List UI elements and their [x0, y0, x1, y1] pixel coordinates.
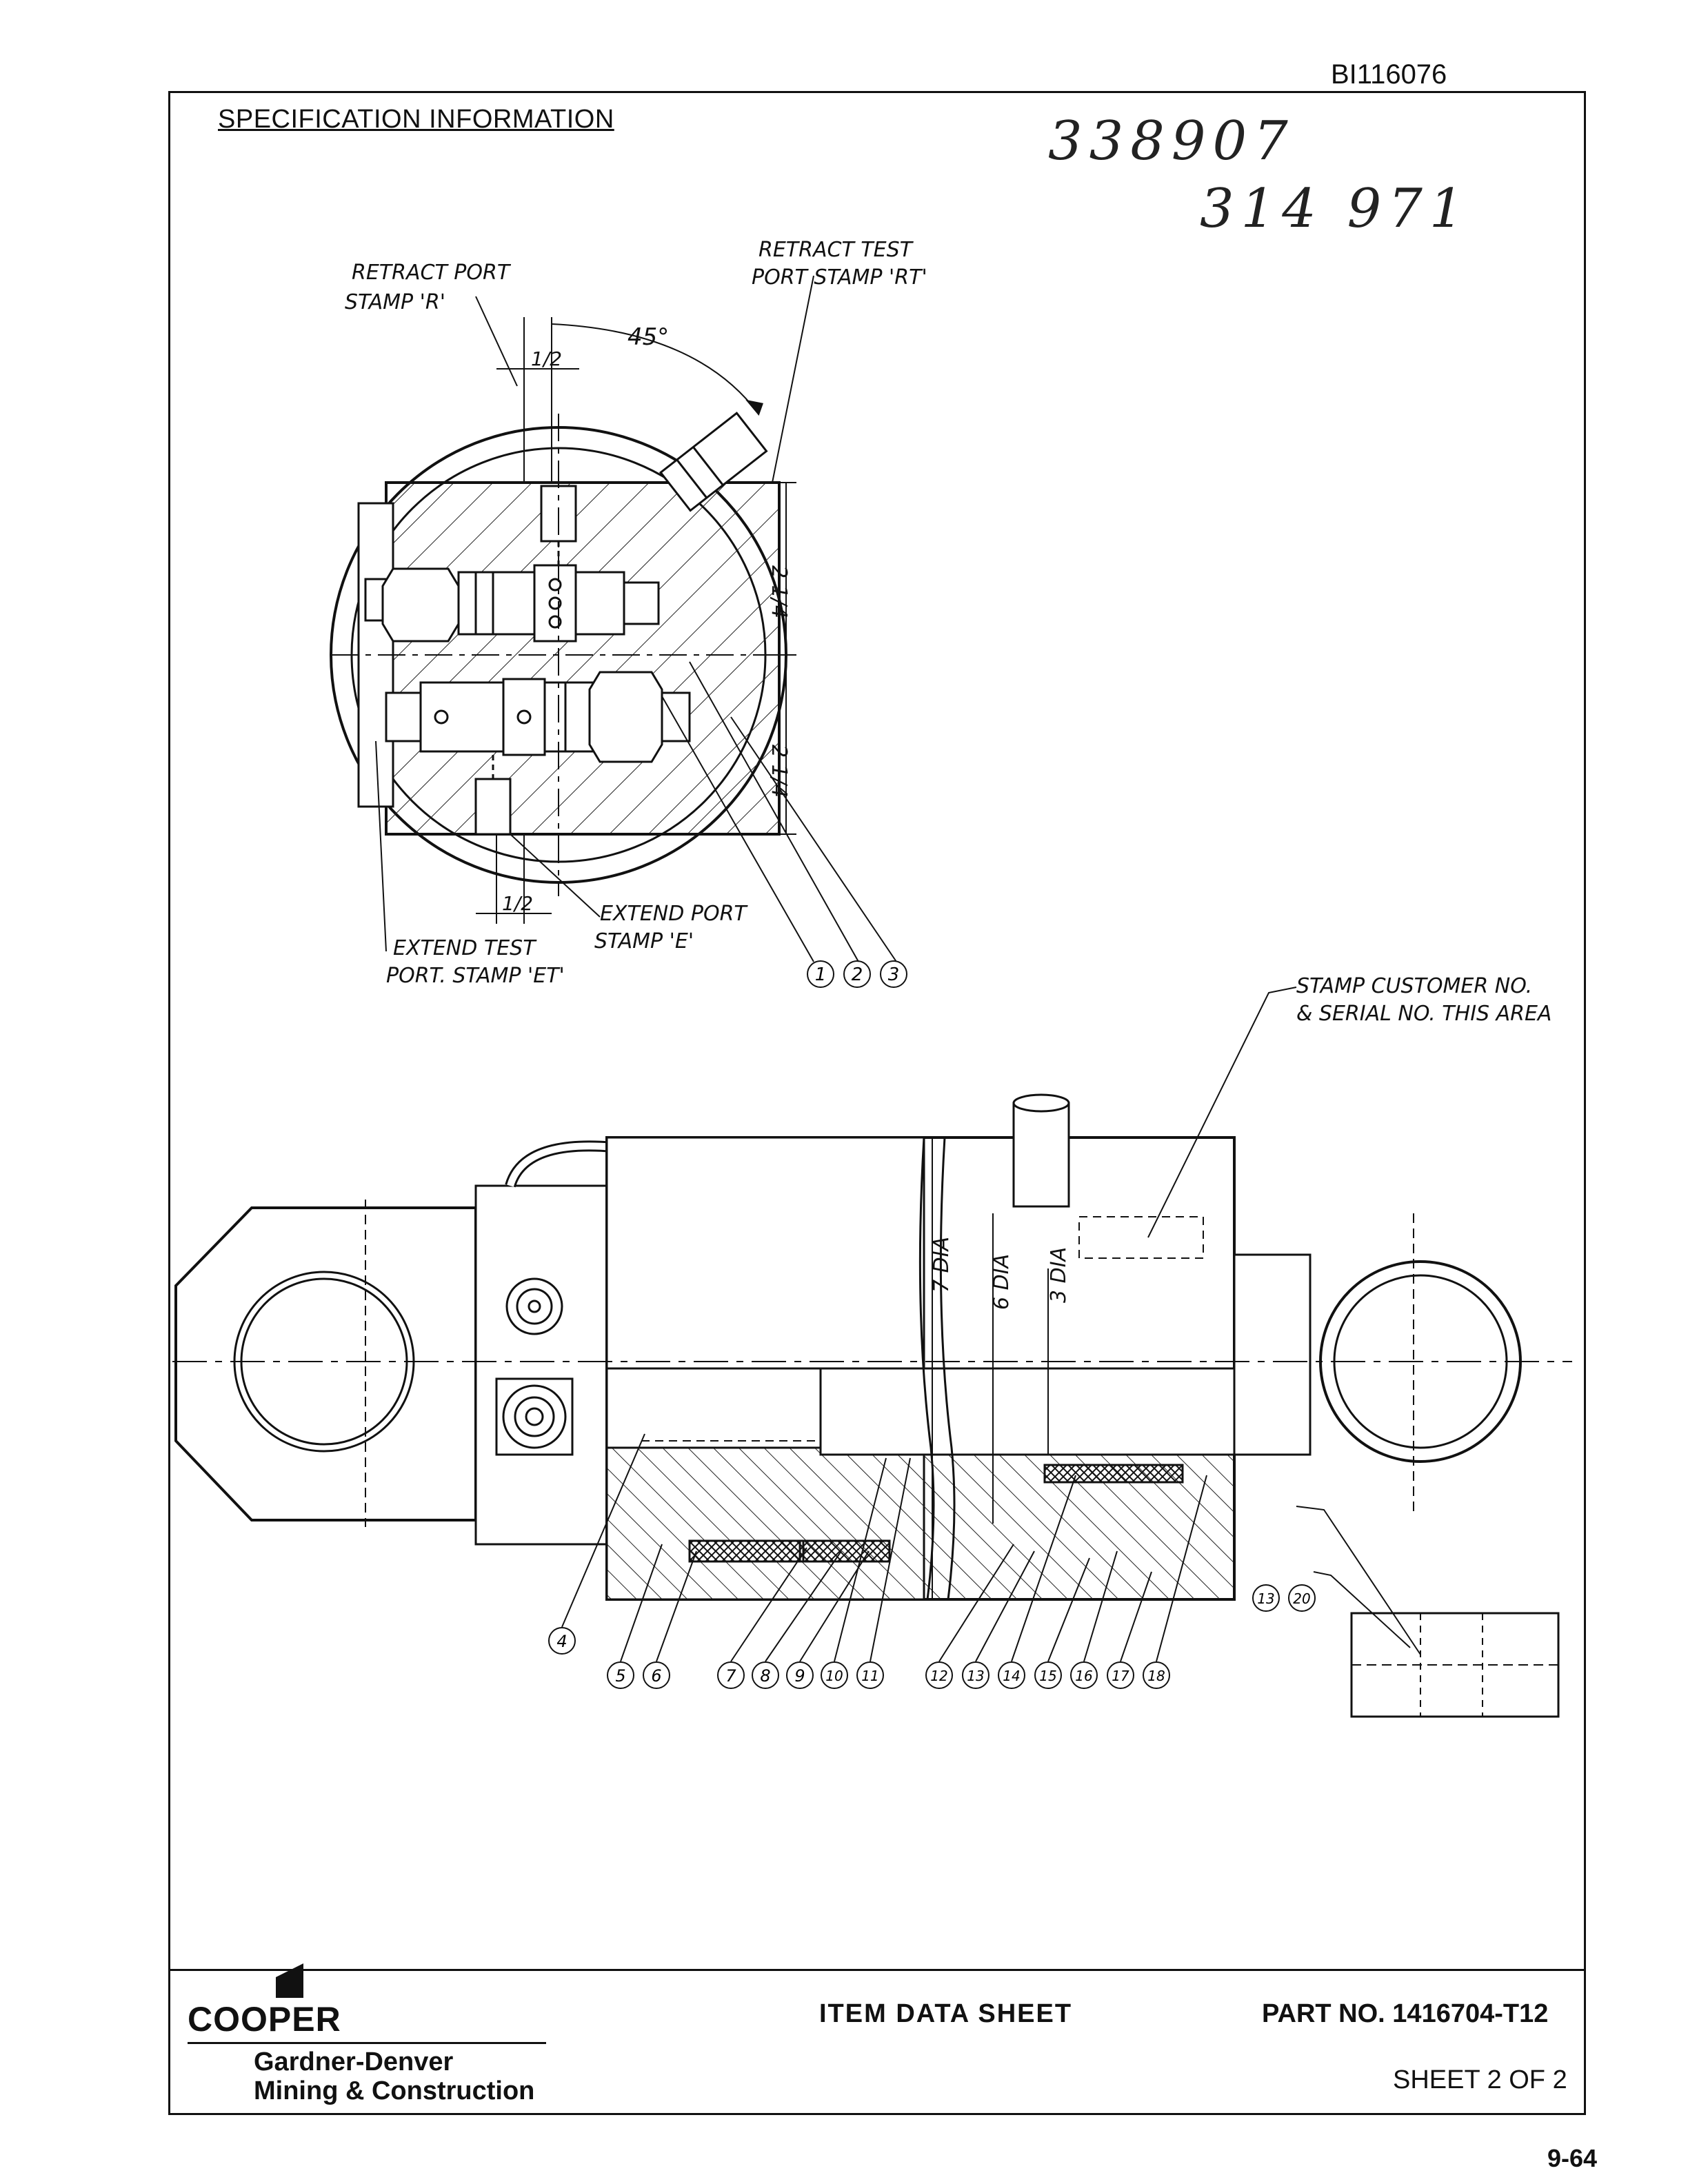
svg-text:13: 13	[1257, 1590, 1274, 1607]
svg-text:8: 8	[760, 1666, 770, 1686]
callout-17: 17	[1107, 1661, 1134, 1689]
callout-11: 11	[856, 1661, 884, 1689]
company-name-line1: Gardner-Denver	[254, 2048, 454, 2076]
callout-5: 5	[607, 1661, 634, 1689]
callout-14: 14	[998, 1661, 1025, 1689]
callout-18: 18	[1143, 1661, 1170, 1689]
cylinder-view-labels: STAMP CUSTOMER NO. & SERIAL NO. THIS ARE…	[930, 974, 1551, 1310]
svg-text:16: 16	[1075, 1668, 1092, 1684]
offset-bottom-dimension: 1/2	[502, 892, 533, 915]
svg-text:18: 18	[1147, 1668, 1165, 1684]
svg-text:13: 13	[967, 1668, 984, 1684]
callout-1: 1	[815, 964, 827, 985]
svg-text:9: 9	[794, 1666, 805, 1686]
callout-9: 9	[786, 1661, 814, 1689]
port-view-labels: RETRACT PORT STAMP 'R' RETRACT TEST PORT…	[345, 238, 927, 988]
cylinder-callouts: 4 5 6 7 8 9 10 11 12 13 14 15 16 17 18 1…	[548, 1584, 1316, 1689]
height-upper-dimension: 2 1/4	[767, 565, 791, 618]
svg-text:10: 10	[825, 1668, 843, 1684]
retract-test-port-label-line2: PORT STAMP 'RT'	[752, 265, 927, 290]
extend-test-port-label-line2: PORT. STAMP 'ET'	[386, 964, 565, 988]
extend-port-label-line2: STAMP 'E'	[594, 929, 694, 953]
callout-detail-20: 20	[1288, 1584, 1316, 1612]
callout-7: 7	[717, 1661, 745, 1689]
diameter-7: 7 DIA	[930, 1237, 954, 1293]
company-name-line2: Mining & Construction	[254, 2076, 535, 2105]
svg-text:15: 15	[1039, 1668, 1056, 1684]
callout-15: 15	[1034, 1661, 1062, 1689]
callout-4: 4	[548, 1627, 576, 1655]
port-view	[330, 275, 897, 962]
svg-text:4: 4	[556, 1632, 567, 1651]
upper-valve-cartridge	[364, 564, 660, 643]
stamp-note-line2: & SERIAL NO. THIS AREA	[1296, 1002, 1551, 1026]
brand-logo: COOPER	[188, 2000, 341, 2039]
retract-port-label-line1: RETRACT PORT	[352, 261, 512, 285]
document-id: BI116076	[1331, 59, 1447, 90]
handwritten-number-1: 338907	[1048, 110, 1295, 172]
extend-port-label-line1: EXTEND PORT	[600, 902, 748, 926]
callout-10: 10	[821, 1661, 848, 1689]
cooper-logo-mark	[276, 1963, 303, 1998]
retract-port-label-line2: STAMP 'R'	[345, 290, 445, 314]
svg-text:14: 14	[1003, 1668, 1020, 1684]
footer-divider	[168, 1969, 1586, 1971]
page-number: 9-64	[1547, 2144, 1598, 2172]
part-number: PART NO. 1416704-T12	[1262, 1999, 1549, 2028]
svg-text:6: 6	[651, 1666, 661, 1686]
diameter-3: 3 DIA	[1047, 1247, 1071, 1303]
sheet-type: ITEM DATA SHEET	[819, 1999, 1073, 2028]
callout-detail-13: 13	[1252, 1584, 1280, 1612]
callout-16: 16	[1070, 1661, 1098, 1689]
offset-top-dimension: 1/2	[531, 347, 562, 370]
sheet-number: SHEET 2 OF 2	[1393, 2065, 1567, 2094]
svg-text:20: 20	[1293, 1590, 1310, 1607]
handwritten-number-2: 314 971	[1200, 178, 1471, 240]
callout-6: 6	[643, 1661, 670, 1689]
extend-test-port-label-line1: EXTEND TEST	[393, 936, 537, 960]
svg-text:12: 12	[930, 1668, 947, 1684]
callout-12: 12	[925, 1661, 953, 1689]
port-view-callouts: 1 2 3	[807, 960, 907, 988]
callout-13: 13	[962, 1661, 989, 1689]
callout-3: 3	[888, 964, 900, 985]
svg-text:5: 5	[615, 1666, 625, 1686]
diameter-6: 6 DIA	[989, 1254, 1014, 1310]
brand-underline	[188, 2042, 546, 2044]
callout-2: 2	[852, 964, 863, 985]
retract-test-port-label-line1: RETRACT TEST	[758, 238, 914, 262]
drawing-frame	[168, 91, 1586, 2115]
lower-valve-cartridge	[385, 671, 691, 763]
height-lower-dimension: 2 1/4	[767, 745, 791, 798]
angle-dimension: 45°	[627, 323, 669, 351]
stamp-note-line1: STAMP CUSTOMER NO.	[1296, 974, 1532, 998]
callout-8: 8	[752, 1661, 779, 1689]
cylinder-view	[172, 987, 1572, 1718]
svg-text:7: 7	[725, 1666, 736, 1686]
svg-text:11: 11	[861, 1668, 878, 1684]
page-title: SPECIFICATION INFORMATION	[218, 105, 614, 134]
svg-text:17: 17	[1112, 1668, 1129, 1684]
